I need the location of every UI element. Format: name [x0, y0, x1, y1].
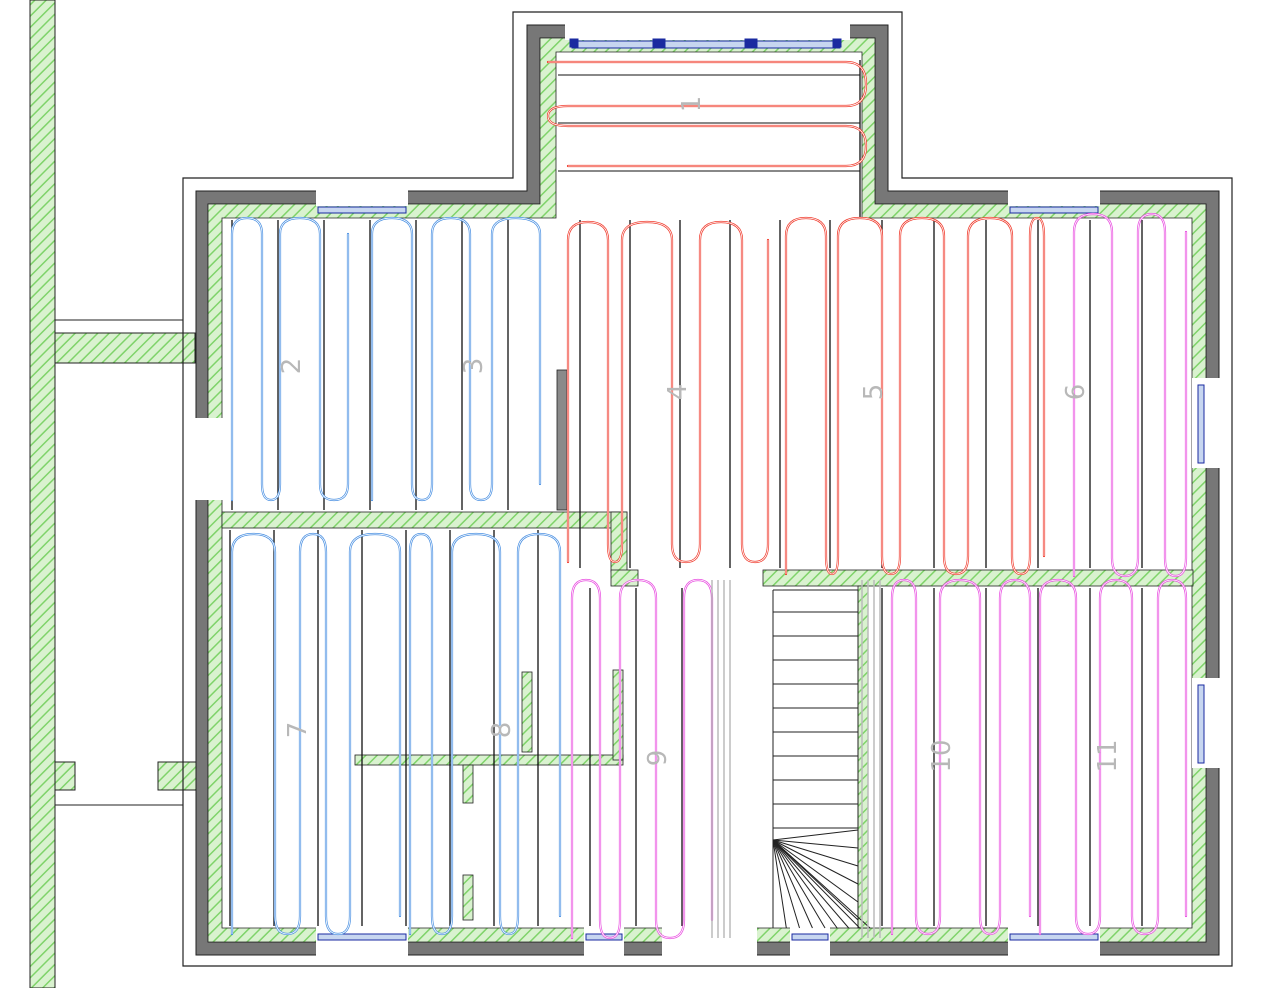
zone-label-9: 9	[643, 750, 673, 767]
stair-winder	[772, 829, 859, 841]
stair-winder	[772, 839, 800, 929]
window-top-left	[317, 206, 407, 214]
window-frame	[832, 38, 842, 48]
stair-winder	[772, 839, 859, 903]
wall-small-bottom	[462, 874, 474, 921]
zone-label-5: 5	[859, 384, 889, 401]
stair-winder	[772, 839, 859, 849]
pipe-zone-9-inner	[571, 579, 713, 939]
zone-label-2: 2	[277, 358, 307, 375]
zone-label-3: 3	[459, 358, 489, 375]
opening-top-left	[316, 190, 408, 206]
stair-winder	[772, 839, 813, 929]
pipe-zone-11-inner	[1039, 579, 1187, 935]
window-front	[571, 40, 841, 49]
wall-partition-mid	[354, 754, 624, 766]
window-right-2	[1197, 684, 1205, 764]
window-bottom-4	[1009, 933, 1099, 941]
window-bottom-1	[317, 933, 407, 941]
pipe-zone-10-inner	[891, 579, 1031, 935]
wall-stub	[610, 511, 628, 573]
pipe-zone-1	[546, 60, 868, 168]
staircase	[772, 589, 871, 929]
outer-contour	[182, 11, 1233, 967]
stair-winder	[772, 839, 859, 921]
stair-outline	[773, 589, 859, 928]
connecting-wall	[54, 332, 196, 364]
wall-chimney	[556, 369, 568, 511]
building-outline	[182, 11, 1233, 967]
window-frame	[569, 38, 579, 48]
opening-bottom-4	[1008, 926, 1100, 956]
opening-front	[565, 24, 850, 40]
pipe-zone-5	[784, 216, 1046, 576]
pipe-zone-10	[890, 578, 1032, 936]
stair-winder	[772, 839, 859, 885]
stair-winder	[772, 839, 826, 929]
window-bottom-3	[791, 933, 829, 941]
zone-label-8: 8	[487, 722, 517, 739]
site-context	[29, 0, 197, 988]
zone-labels: 1 2 3 4 5 6 7 8 9 10 11	[277, 96, 1123, 773]
window-frame	[744, 38, 758, 48]
pipe-zone-7-inner	[231, 533, 401, 935]
opening-left-door	[194, 418, 224, 500]
pier-left	[54, 761, 76, 791]
stair-winder	[772, 839, 850, 929]
pipe-zone-1-inner	[547, 61, 867, 167]
opening-bottom-3	[790, 926, 830, 956]
opening-right-1	[1192, 378, 1222, 468]
zone-label-7: 7	[283, 722, 313, 739]
pier-right	[157, 761, 197, 791]
stair-winder	[772, 839, 787, 929]
interior-walls	[221, 369, 1194, 929]
pipe-zone-6-inner	[1073, 213, 1187, 577]
window-frame	[652, 38, 666, 48]
pipe-zone-3-inner	[371, 217, 541, 501]
pipe-zone-3	[370, 216, 542, 502]
wall-partition-bath	[521, 671, 533, 753]
zone-label-1: 1	[677, 96, 707, 113]
wall-small	[462, 764, 474, 804]
wall-horizontal-right	[762, 569, 1194, 587]
zone-label-4: 4	[663, 384, 693, 401]
wall-partition-vertical	[612, 669, 624, 761]
terrace-outline-lower	[55, 804, 184, 966]
boundary-wall-left	[29, 0, 56, 988]
pipe-zone-2-inner	[231, 217, 349, 501]
terrace-outline	[55, 178, 184, 321]
stair-winder	[772, 839, 861, 929]
opening-right-2	[1192, 678, 1222, 768]
window-top-right	[1009, 206, 1099, 214]
heating-circuits	[230, 60, 1188, 940]
pipe-zone-8-inner	[409, 533, 561, 935]
windows	[317, 38, 1205, 941]
stair-steps	[772, 611, 871, 929]
pipe-zone-4-inner	[567, 221, 769, 563]
zone-label-6: 6	[1061, 384, 1091, 401]
opening-top-right	[1008, 190, 1100, 206]
wall-horizontal-left	[221, 511, 628, 529]
window-right-1	[1197, 384, 1205, 464]
wall-stair-left	[857, 585, 869, 929]
opening-bottom-entry	[662, 926, 757, 956]
pipe-zone-5-inner	[785, 217, 1045, 575]
opening-bottom-2	[584, 926, 624, 956]
insulation-layer	[207, 37, 1207, 943]
floor-joists	[229, 60, 1143, 926]
stair-winder	[772, 839, 838, 929]
zone-label-10: 10	[927, 739, 957, 772]
stair-winder	[772, 839, 859, 867]
zone-label-11: 11	[1093, 739, 1123, 772]
pipe-zone-7	[230, 532, 402, 936]
